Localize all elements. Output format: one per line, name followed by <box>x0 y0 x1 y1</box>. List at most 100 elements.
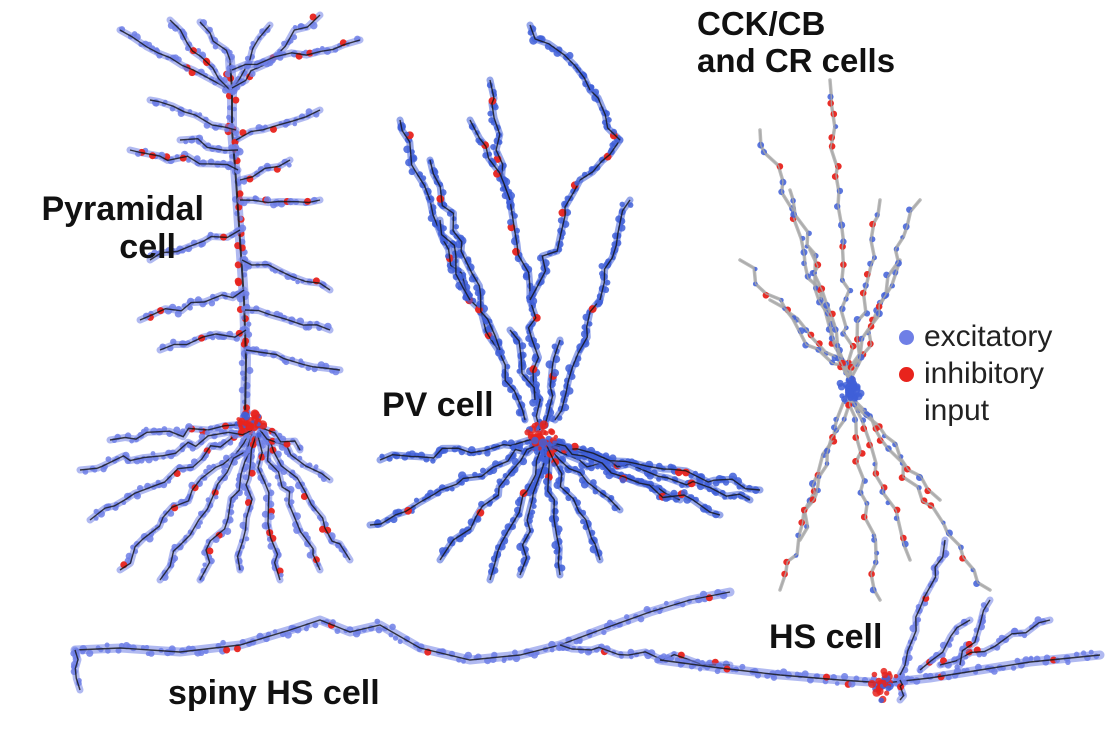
soma-synapse <box>881 671 889 679</box>
excitatory-synapse <box>746 484 753 492</box>
dendrite-core <box>236 435 257 571</box>
legend-input-label: input <box>924 394 990 427</box>
dendrite-core <box>149 229 241 261</box>
excitatory-synapse <box>556 555 563 561</box>
dendrite-core <box>829 79 854 381</box>
excitatory-synapse <box>561 200 569 208</box>
excitatory-synapse <box>208 300 216 307</box>
hs-cell-label: HS cell <box>769 618 883 656</box>
excitatory-synapse <box>564 465 573 474</box>
dendrite-core <box>429 159 501 351</box>
excitatory-synapse <box>286 485 295 494</box>
excitatory-synapse <box>529 398 537 407</box>
dendrite-core <box>579 139 621 181</box>
excitatory-synapse <box>1028 655 1034 661</box>
excitatory-synapse <box>906 654 913 662</box>
excitatory-synapse <box>566 450 574 457</box>
soma-synapse <box>251 410 260 420</box>
excitatory-synapse <box>98 647 104 653</box>
excitatory-synapse <box>292 121 298 127</box>
excitatory-synapse <box>619 477 627 484</box>
excitatory-synapse <box>295 279 300 285</box>
dendrite-segment <box>526 21 594 94</box>
dendrite-core <box>74 649 81 691</box>
excitatory-synapse <box>528 296 538 306</box>
excitatory-synapse <box>312 622 319 629</box>
excitatory-synapse <box>1010 665 1017 671</box>
excitatory-synapse <box>166 479 172 484</box>
excitatory-synapse <box>334 628 341 634</box>
excitatory-synapse <box>614 239 622 247</box>
excitatory-synapse <box>976 651 983 658</box>
excitatory-synapse <box>292 475 298 481</box>
excitatory-synapse <box>154 47 159 52</box>
excitatory-synapse <box>532 353 538 359</box>
excitatory-synapse <box>1014 657 1021 664</box>
dendrite-core <box>239 159 291 181</box>
soma-synapse <box>868 680 876 688</box>
excitatory-synapse <box>212 536 220 543</box>
dendrite-core <box>551 443 761 491</box>
soma-synapse <box>842 382 849 388</box>
excitatory-synapse <box>874 550 880 556</box>
excitatory-synapse <box>115 647 122 654</box>
excitatory-synapse <box>551 369 559 377</box>
pv-cell-label: PV cell <box>382 386 494 424</box>
dendrite-core <box>545 445 561 576</box>
excitatory-synapse <box>628 654 634 660</box>
soma-synapse <box>531 436 539 445</box>
excitatory-synapse <box>147 252 154 259</box>
excitatory-synapse <box>179 442 186 449</box>
excitatory-synapse <box>169 54 177 62</box>
excitatory-synapse <box>238 386 246 394</box>
excitatory-synapse <box>244 304 251 311</box>
soma-synapse <box>537 446 542 451</box>
excitatory-synapse <box>500 162 507 169</box>
dendrite-core <box>899 679 905 701</box>
excitatory-synapse <box>598 263 605 269</box>
excitatory-synapse <box>674 657 681 663</box>
excitatory-synapse <box>909 624 917 633</box>
excitatory-synapse <box>245 446 253 454</box>
dendrite-core <box>509 329 536 401</box>
excitatory-synapse <box>942 550 950 557</box>
excitatory-synapse <box>292 25 298 30</box>
dendrite-core <box>169 19 231 91</box>
inhibitory-synapse <box>558 208 567 217</box>
dendrite-core <box>849 394 911 561</box>
excitatory-synapse <box>739 663 746 670</box>
excitatory-synapse <box>195 134 204 142</box>
excitatory-synapse <box>603 462 612 471</box>
soma-synapse <box>836 379 844 387</box>
soma-synapse <box>881 679 887 685</box>
dendrite-core <box>529 24 591 91</box>
excitatory-synapse <box>202 562 207 567</box>
excitatory-synapse <box>461 659 466 664</box>
pyramidal-label-line1: Pyramidal <box>41 190 204 228</box>
excitatory-synapse <box>235 489 243 497</box>
excitatory-synapse <box>264 27 271 33</box>
excitatory-synapse <box>853 316 861 323</box>
excitatory-synapse <box>187 305 193 311</box>
excitatory-synapse <box>246 366 254 375</box>
excitatory-synapse <box>70 668 78 676</box>
dendrite-core <box>259 429 331 481</box>
excitatory-synapse <box>237 180 242 185</box>
soma-synapse <box>875 685 881 691</box>
soma-synapse <box>850 382 856 389</box>
inhibitory-synapse <box>831 173 839 180</box>
excitatory-synapse <box>558 455 567 464</box>
inhibitory-synapse <box>436 195 445 203</box>
dendrite-core <box>849 394 991 591</box>
inhibitory-synapse <box>248 469 256 477</box>
excitatory-synapse <box>198 433 206 440</box>
excitatory-synapse <box>543 457 550 464</box>
dendrite-core <box>74 591 731 661</box>
dendrite-core <box>544 339 561 426</box>
excitatory-synapse <box>558 564 566 572</box>
excitatory-synapse <box>848 680 856 688</box>
soma-synapse <box>238 424 244 430</box>
dendrite-core <box>529 179 581 301</box>
excitatory-synapse <box>697 667 703 672</box>
